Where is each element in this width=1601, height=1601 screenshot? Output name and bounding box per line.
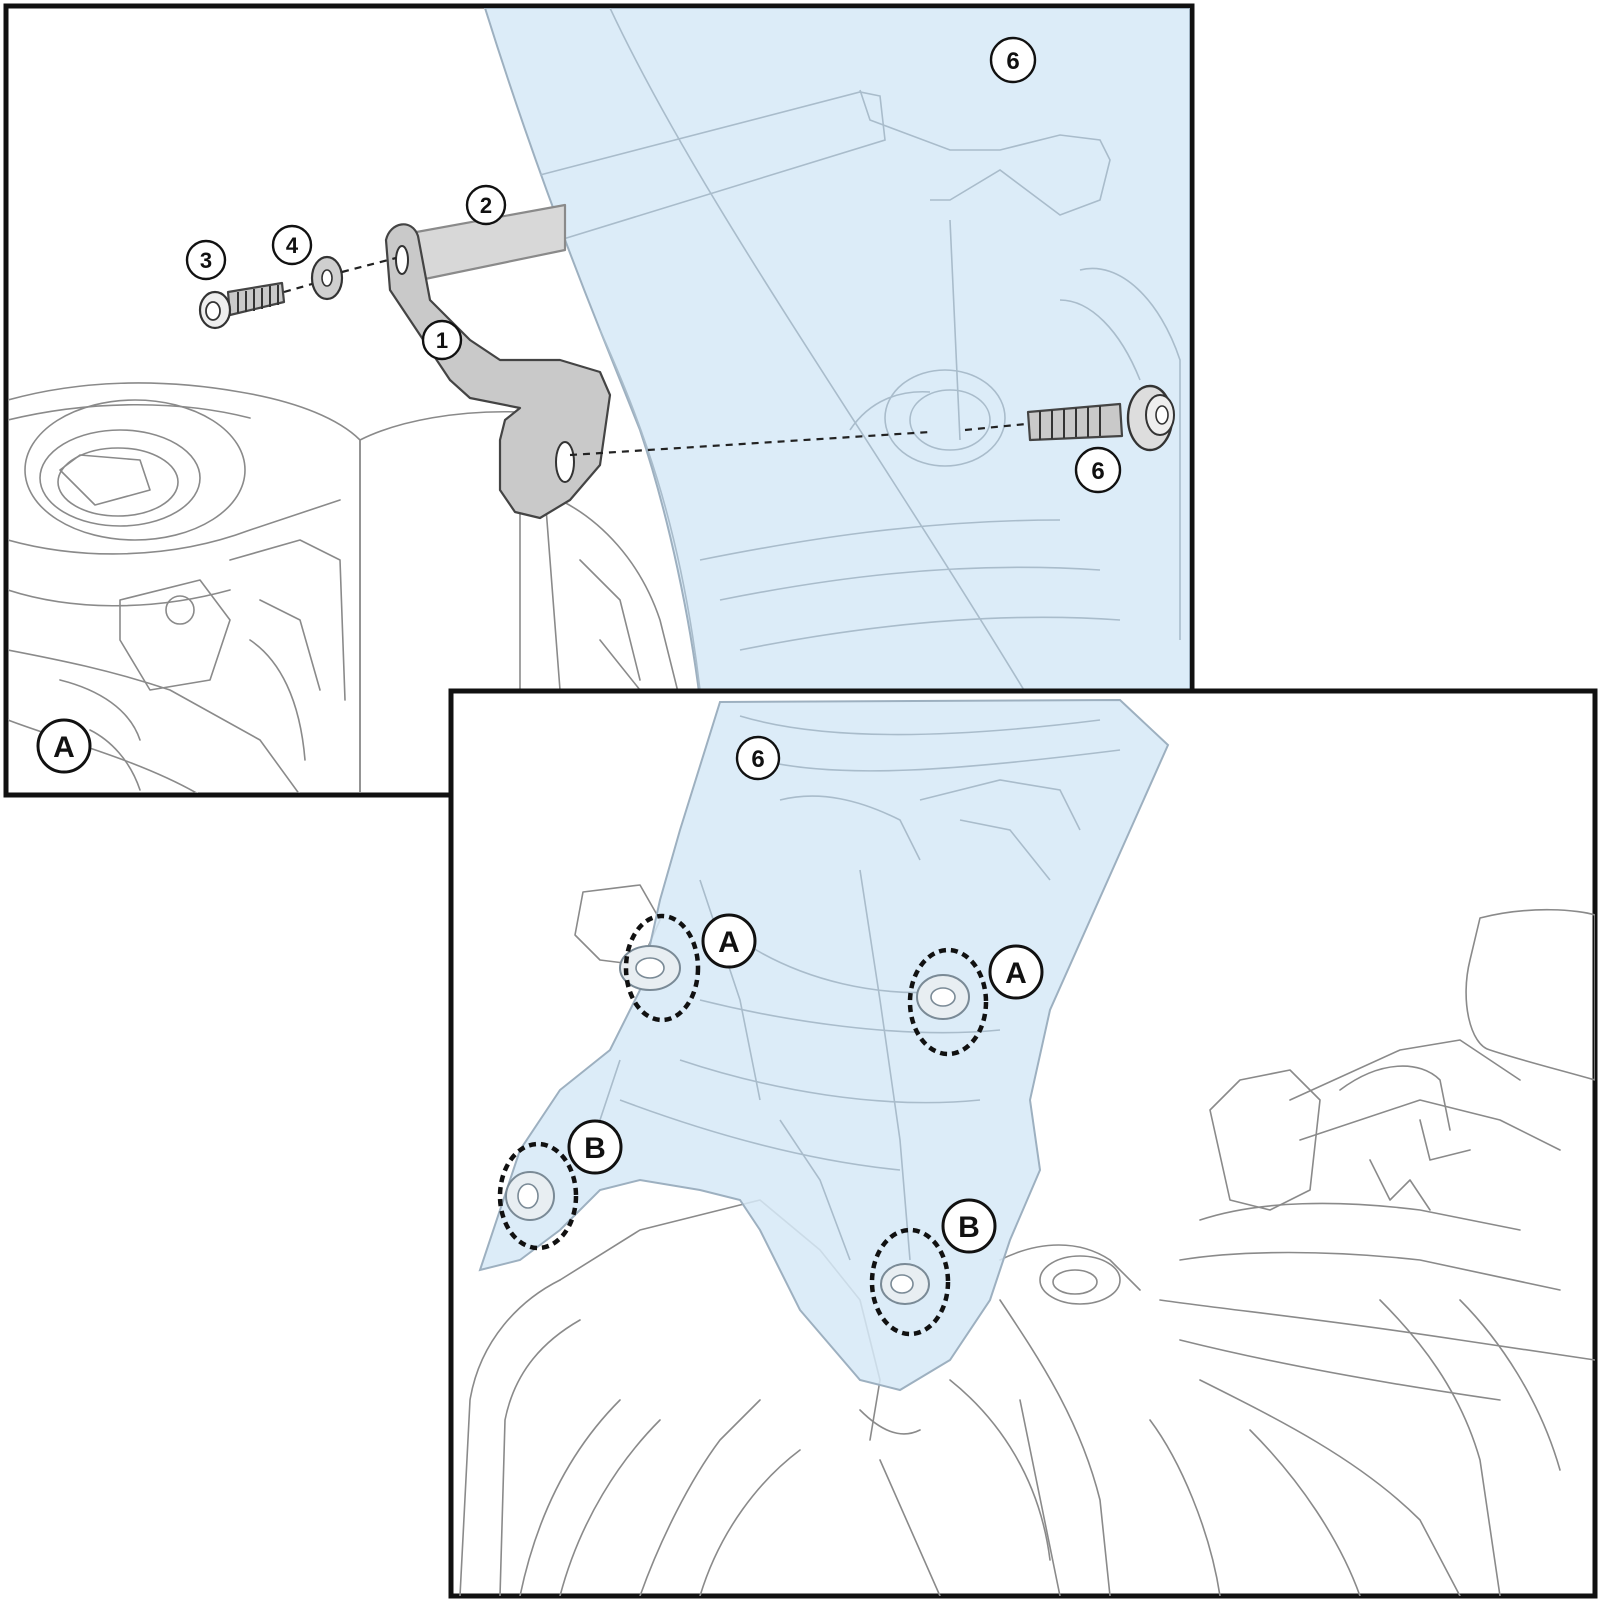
- callout-b-left-label: B: [584, 1132, 606, 1165]
- windscreen-top: [483, 8, 1190, 701]
- mount-point-a-left: [619, 913, 701, 1023]
- callout-screen-bolt-label: 6: [1091, 458, 1104, 485]
- callout-a-left: A: [701, 913, 757, 969]
- callout-windscreen-top: 6: [989, 36, 1037, 84]
- bolt-part: [198, 281, 286, 330]
- bottom-overview-panel: 6 A A B B: [448, 688, 1598, 1599]
- callout-bolt-label: 3: [200, 248, 212, 273]
- top-detail-panel: 1 2 3 4 6 6 A: [3, 3, 1195, 798]
- callout-a-right-label: A: [1005, 957, 1027, 990]
- motorcycle-front-lineart: [459, 908, 1595, 1596]
- callout-windscreen-top-label: 6: [1006, 48, 1019, 75]
- callout-b-right-label: B: [958, 1211, 980, 1244]
- mount-point-b-right: [869, 1227, 951, 1337]
- screen-bolt-part: [1026, 384, 1175, 452]
- callout-a-left-label: A: [718, 926, 740, 959]
- callout-bracket: 1: [421, 319, 463, 361]
- windscreen-bottom: [478, 698, 1170, 1392]
- callout-crossbar: 2: [465, 184, 507, 226]
- callout-screen-bolt: 6: [1074, 446, 1122, 494]
- callout-view-a-label: A: [53, 731, 75, 764]
- callout-bracket-label: 1: [436, 328, 448, 353]
- mount-point-a-right: [907, 947, 989, 1057]
- assembly-lines: [283, 256, 1027, 457]
- callout-b-right: B: [941, 1198, 997, 1254]
- callout-crossbar-label: 2: [480, 193, 492, 218]
- callout-view-a: A: [36, 718, 92, 774]
- washer-part: [310, 255, 344, 301]
- callout-washer-label: 4: [286, 233, 299, 258]
- callout-washer: 4: [271, 224, 313, 266]
- callout-a-right: A: [988, 944, 1044, 1000]
- callout-windscreen-bottom: 6: [735, 735, 781, 781]
- dashboard-lineart: [8, 382, 681, 793]
- bracket-part: [384, 223, 612, 520]
- callout-b-left: B: [567, 1119, 623, 1175]
- callout-bolt: 3: [185, 239, 227, 281]
- callout-windscreen-bottom-label: 6: [751, 746, 764, 773]
- mount-point-b-left: [497, 1141, 579, 1251]
